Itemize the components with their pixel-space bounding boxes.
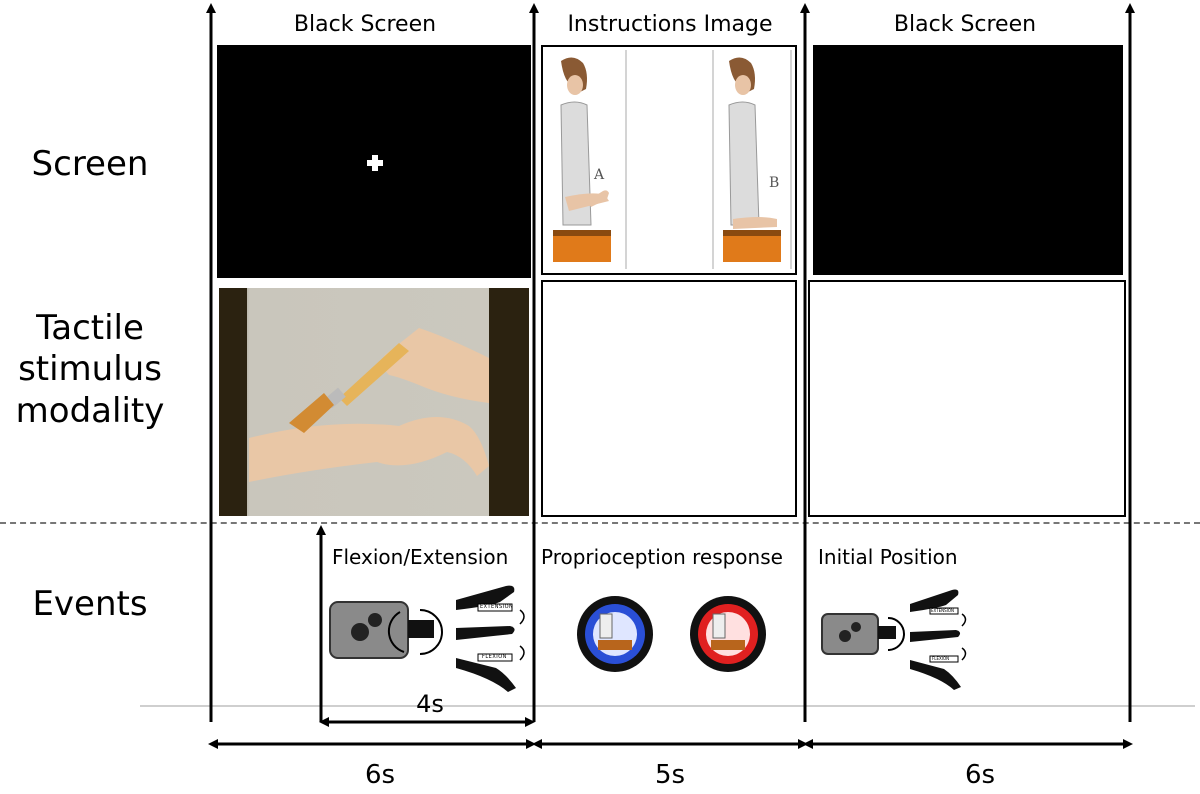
flexion-label-small: FLEXION [932, 656, 950, 661]
duration-col3: 6s [964, 760, 996, 790]
fixation-cross-icon-vertical [372, 155, 378, 171]
col1-title: Black Screen [293, 12, 437, 37]
event-initial-position: Initial Position [818, 545, 958, 569]
event-flexion-extension: Flexion/Extension [332, 545, 509, 569]
figure-label-a: A [594, 167, 605, 183]
red-response-button-icon [690, 596, 766, 672]
duration-4s: 4s [416, 690, 444, 718]
hand-positions-icon [456, 585, 525, 692]
row-label-screen: Screen [31, 144, 149, 184]
motor-device-icon [329, 601, 443, 659]
extension-label-small: EXTENSION [931, 608, 955, 613]
col3-title: Black Screen [893, 12, 1037, 37]
brush-stroke-photo [219, 288, 529, 516]
col2-title: Instructions Image [567, 12, 773, 37]
row-label-tactile-line2: stimulus [18, 349, 162, 390]
instructions-image [553, 50, 792, 269]
row-label-events: Events [32, 584, 148, 624]
duration-col2: 5s [654, 760, 686, 790]
tactile-empty-box-3 [808, 280, 1126, 517]
seated-person-a-icon [553, 57, 611, 262]
extension-label: EXTENSION [480, 604, 514, 610]
black-screen-2 [813, 45, 1123, 275]
figure-label-b: B [769, 175, 780, 191]
blue-response-button-icon [577, 596, 653, 672]
flexion-label: FLEXION [482, 654, 507, 660]
events-divider [0, 522, 1200, 524]
row-label-tactile-line3: modality [15, 390, 165, 431]
instructions-image-frame: A B [541, 45, 797, 275]
tactile-empty-box-2 [541, 280, 797, 517]
row-label-tactile: Tactile stimulus modality [0, 308, 180, 432]
hand-positions-small-icon [910, 589, 967, 690]
row-label-tactile-line1: Tactile [36, 308, 144, 348]
event-proprioception-response: Proprioception response [541, 545, 783, 569]
motor-device-small-icon [821, 613, 905, 655]
duration-col1: 6s [364, 760, 396, 790]
seated-person-b-icon [723, 57, 781, 262]
